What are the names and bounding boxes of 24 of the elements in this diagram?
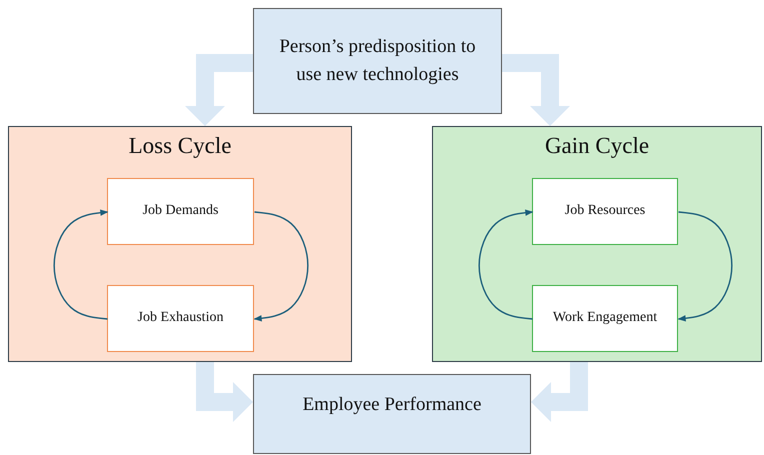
block-arrow <box>196 362 253 422</box>
node-label: Person’s predisposition to use new technologies <box>278 35 477 87</box>
process-box <box>253 8 502 114</box>
block-arrow <box>531 362 588 422</box>
process-box <box>532 178 678 245</box>
curved-arrow <box>53 210 108 320</box>
block-arrow <box>185 54 253 126</box>
cycle-panel <box>8 126 352 362</box>
node-label: Work Engagement <box>552 310 658 327</box>
curved-arrow <box>678 211 733 322</box>
curved-arrow <box>478 210 534 320</box>
cycle-panel <box>432 126 762 362</box>
node-label: Job Exhaustion <box>136 310 224 327</box>
process-box <box>532 285 678 352</box>
process-box <box>107 178 254 245</box>
process-box <box>107 285 254 352</box>
node-label: Job Demands <box>142 203 220 220</box>
node-label: Job Resources <box>564 203 646 220</box>
node-label: Employee Performance <box>302 393 482 417</box>
panel-heading: Gain Cycle <box>544 133 650 159</box>
curved-arrow <box>254 211 309 322</box>
panel-heading: Loss Cycle <box>128 133 232 159</box>
block-arrow <box>502 54 570 126</box>
process-box <box>253 374 531 454</box>
